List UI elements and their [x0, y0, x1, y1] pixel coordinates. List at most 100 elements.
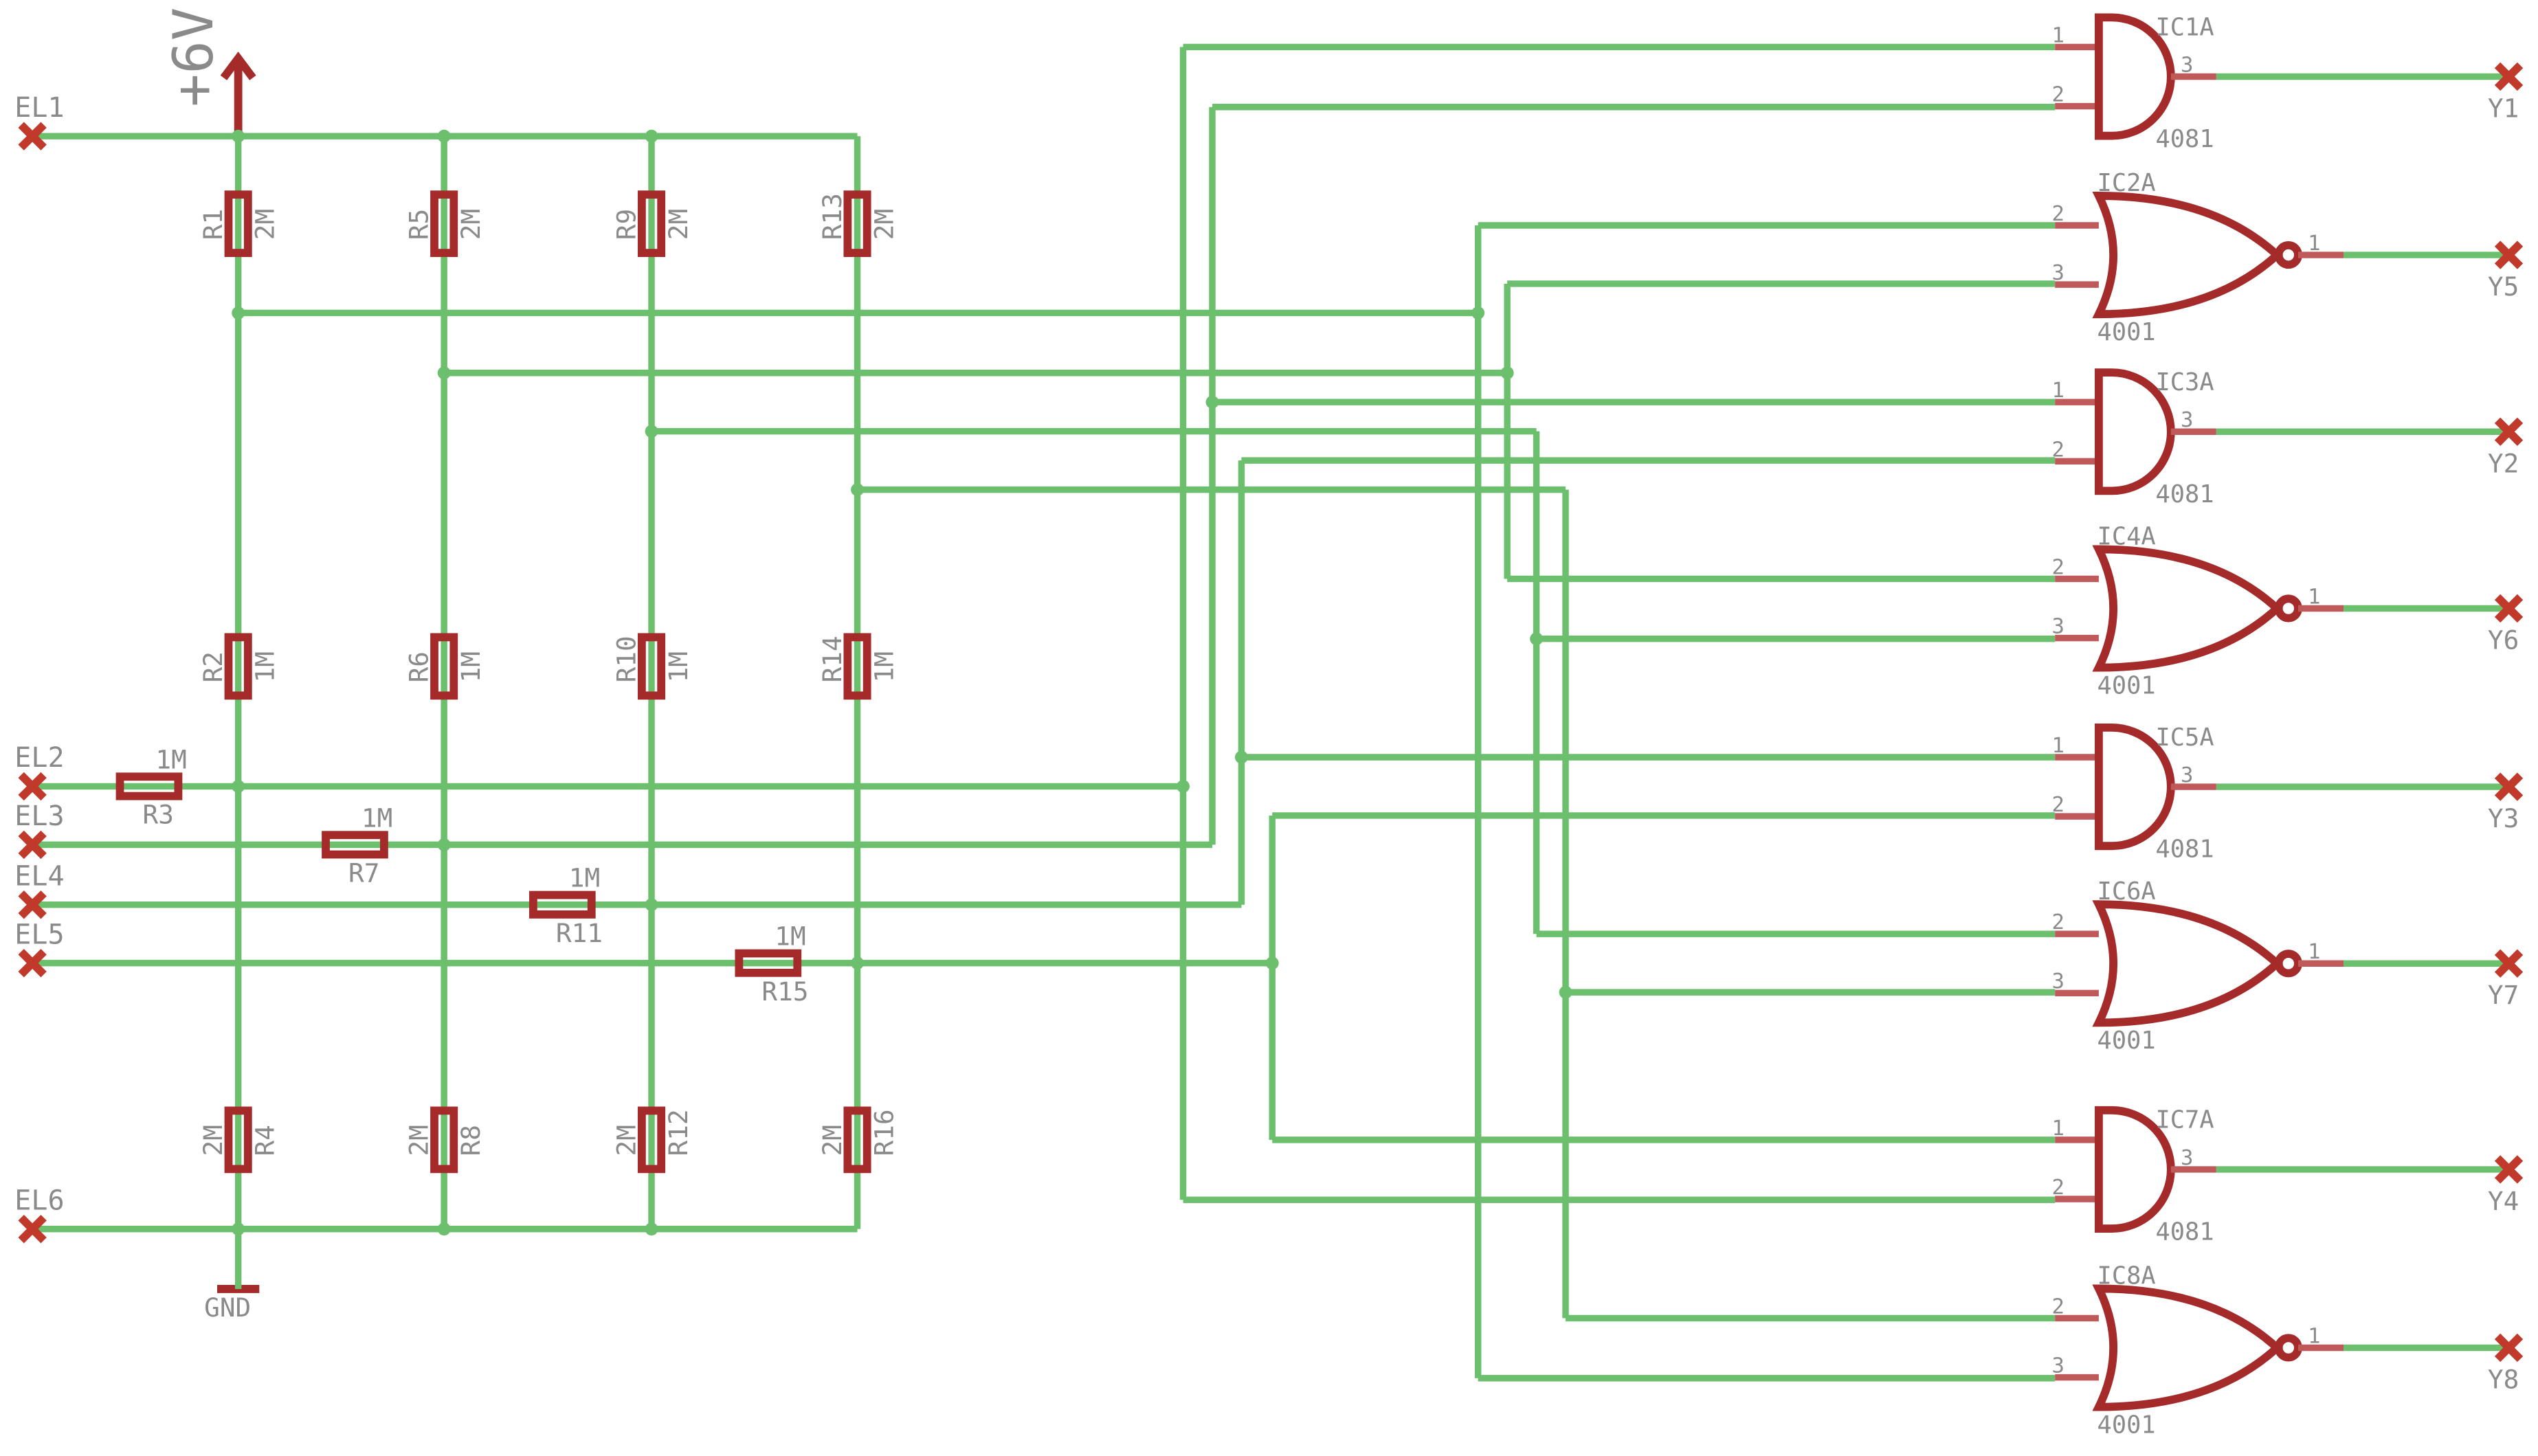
pin-label: 1 [2052, 23, 2064, 47]
pin-label: 2 [2052, 82, 2064, 107]
terminal-cross-icon [2494, 949, 2524, 978]
resistor-r10-value: 1M [663, 651, 693, 682]
resistor-r1-body [224, 190, 252, 258]
input-label: EL4 [14, 860, 64, 892]
resistor-r7-value: 1M [361, 803, 392, 833]
gate-name: IC6A [2097, 877, 2156, 906]
resistor-r14: R14 1M [817, 633, 899, 700]
resistor-r3-name: R3 [143, 800, 174, 830]
output-label: Y1 [2488, 93, 2519, 123]
resistor-r9-name: R9 [611, 209, 641, 240]
inverter-bubble-icon [2274, 241, 2302, 269]
terminal-cross-icon [2494, 417, 2524, 446]
resistor-r8-value: 2M [404, 1125, 434, 1156]
ground-symbol: GND [204, 1229, 260, 1323]
output-label: Y5 [2488, 271, 2519, 302]
nor-gate-icon [2092, 545, 2284, 672]
pin-label: 3 [2052, 970, 2064, 994]
output-label: Y2 [2488, 448, 2519, 478]
pin-label: 2 [2052, 1295, 2064, 1319]
resistor-r13-name: R13 [817, 193, 847, 240]
output-label: Y7 [2488, 980, 2519, 1010]
resistor-r4-body [224, 1106, 252, 1174]
resistor-r8-body [430, 1106, 458, 1174]
gate-name: IC3A [2155, 368, 2214, 396]
resistor-r5-body [430, 190, 458, 258]
pin-label: 3 [2052, 614, 2064, 638]
terminal-cross-icon [2494, 62, 2524, 91]
output-label: Y8 [2488, 1364, 2519, 1394]
supply-symbol: +6V [162, 8, 256, 137]
terminal-cross-icon [2494, 772, 2524, 801]
pin-label: 3 [2052, 261, 2064, 285]
pin-label: 3 [2052, 1354, 2064, 1378]
pin-label: 1 [2052, 734, 2064, 758]
terminal-cross-icon [18, 830, 47, 860]
inverter-bubble-icon [2274, 1334, 2302, 1362]
resistor-r16-value: 2M [817, 1125, 847, 1156]
inverter-bubble-icon [2274, 594, 2302, 623]
resistor-r1-name: R1 [198, 209, 228, 240]
resistor-r7-name: R7 [348, 858, 379, 888]
terminal-cross-icon [18, 1214, 47, 1244]
input-el6: EL6 [14, 1185, 65, 1244]
gate-part: 4001 [2097, 318, 2156, 346]
input-el4: EL4 [14, 860, 65, 919]
resistor-r9-body [637, 190, 666, 258]
input-el5: EL5 [14, 919, 65, 978]
and-gate-icon [2095, 13, 2175, 140]
gate-part: 4081 [2155, 836, 2214, 864]
resistor-r10: R10 1M [611, 633, 693, 700]
pin-label: 3 [2181, 408, 2193, 432]
resistor-r8-name: R8 [456, 1125, 486, 1156]
pin-label: 2 [2052, 910, 2064, 934]
and-gate-icon [2095, 1106, 2175, 1233]
gate-part: 4081 [2155, 1218, 2214, 1246]
terminal-cross-icon [2494, 1155, 2524, 1184]
resistor-r15-name: R15 [761, 976, 808, 1007]
pin-label: 1 [2308, 940, 2320, 964]
input-label: EL5 [14, 919, 64, 950]
pin-label: 3 [2181, 763, 2193, 787]
gate-name: IC7A [2155, 1106, 2214, 1134]
resistor-r7-body [322, 831, 388, 859]
input-label: EL1 [14, 92, 64, 124]
gate-part: 4001 [2097, 671, 2156, 699]
resistor-r2-value: 1M [250, 651, 280, 682]
gate-part: 4081 [2155, 480, 2214, 508]
terminal-cross-icon [2494, 240, 2524, 269]
pin-label: 2 [2052, 555, 2064, 579]
resistor-r14-body [843, 633, 871, 700]
gate-name: IC2A [2097, 169, 2156, 197]
resistor-r11-value: 1M [569, 863, 600, 893]
pin-label: 1 [2308, 585, 2320, 609]
gate-part: 4081 [2155, 125, 2214, 153]
resistor-r2-name: R2 [198, 651, 228, 682]
resistor-r3-body [115, 772, 183, 800]
nor-gate-icon [2092, 1284, 2284, 1411]
resistor-r10-name: R10 [611, 636, 641, 682]
input-el2: EL2 [14, 742, 65, 801]
resistor-r12-body [637, 1106, 666, 1174]
nor-gate-icon [2092, 900, 2284, 1027]
output-label: Y6 [2488, 625, 2519, 655]
resistor-r14-name: R14 [817, 636, 847, 682]
wiring [32, 43, 2056, 1382]
resistor-r16-body [843, 1106, 871, 1174]
input-label: EL6 [14, 1185, 64, 1216]
terminal-cross-icon [2494, 1333, 2524, 1363]
resistor-r15-body [735, 949, 802, 977]
resistor-r14-value: 1M [869, 651, 899, 682]
resistor-r4-name: R4 [250, 1125, 280, 1156]
resistor-r13-value: 2M [869, 209, 899, 240]
terminal-cross-icon [18, 122, 47, 150]
resistor-r7: 1M R7 [322, 803, 392, 888]
ground-label: GND [204, 1292, 251, 1323]
input-label: EL2 [14, 742, 64, 774]
pin-label: 2 [2052, 202, 2064, 226]
pin-label: 1 [2308, 232, 2320, 256]
